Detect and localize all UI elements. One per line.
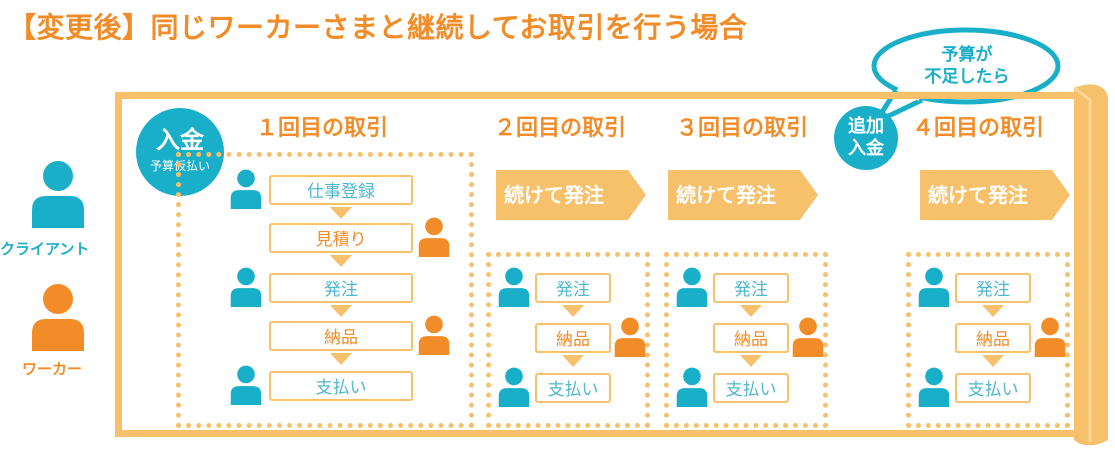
page-title: 【変更後】同じワーカーさまと継続してお取引を行う場合 xyxy=(8,11,748,44)
step-payment: 支払い xyxy=(535,373,611,403)
step-arrow xyxy=(982,305,1004,317)
step-arrow xyxy=(982,355,1004,367)
client-icon xyxy=(918,367,950,407)
step-order: 発注 xyxy=(535,273,611,303)
worker-icon xyxy=(418,217,450,257)
worker-icon xyxy=(614,317,646,357)
client-legend-label: クライアント xyxy=(0,240,90,258)
step-arrow xyxy=(562,355,584,367)
worker-icon xyxy=(1034,317,1066,357)
step-payment: 支払い xyxy=(713,373,789,403)
step-job-registration: 仕事登録 xyxy=(269,175,413,205)
scroll-curl xyxy=(1073,84,1108,446)
bubble-text: 予算が 不足したら xyxy=(912,44,1022,88)
worker-icon xyxy=(418,315,450,355)
additional-deposit-line2: 入金 xyxy=(848,138,884,159)
client-icon xyxy=(676,367,708,407)
client-icon xyxy=(230,169,262,209)
client-icon xyxy=(676,267,708,307)
round-1-box: 仕事登録 見積り 発注 納品 支払い xyxy=(176,152,474,428)
additional-deposit-circle: 追加 入金 xyxy=(834,106,898,170)
client-icon xyxy=(918,267,950,307)
round-3-continue-arrow: 続けて発注 xyxy=(668,170,818,220)
step-delivery: 納品 xyxy=(269,321,413,351)
step-arrow xyxy=(330,305,352,317)
step-order: 発注 xyxy=(713,273,789,303)
round-2-continue-arrow: 続けて発注 xyxy=(496,170,646,220)
step-arrow xyxy=(740,355,762,367)
step-delivery: 納品 xyxy=(955,323,1031,353)
step-payment: 支払い xyxy=(269,371,413,401)
step-arrow xyxy=(330,353,352,365)
client-icon xyxy=(230,365,262,405)
step-arrow xyxy=(330,255,352,267)
round-4-continue-arrow: 続けて発注 xyxy=(920,170,1070,220)
bubble-line2: 不足したら xyxy=(924,67,1010,87)
worker-legend-icon xyxy=(32,284,84,351)
client-legend-icon xyxy=(32,161,84,228)
client-icon xyxy=(498,267,530,307)
round-2-box: 発注 納品 支払い xyxy=(486,252,650,428)
round-3-label: ３回目の取引 xyxy=(676,116,809,141)
client-icon xyxy=(230,267,262,307)
step-delivery: 納品 xyxy=(535,323,611,353)
bubble-line1: 予算が xyxy=(941,45,993,65)
step-payment: 支払い xyxy=(955,373,1031,403)
worker-icon xyxy=(792,317,824,357)
step-order: 発注 xyxy=(955,273,1031,303)
worker-legend-label: ワーカー xyxy=(22,360,83,378)
round-1-label: １回目の取引 xyxy=(256,116,389,141)
step-arrow xyxy=(740,305,762,317)
round-3-box: 発注 納品 支払い xyxy=(664,252,828,428)
round-2-label: ２回目の取引 xyxy=(494,116,627,141)
step-arrow xyxy=(562,305,584,317)
additional-deposit-line1: 追加 xyxy=(848,116,884,137)
deposit-main: 入金 xyxy=(156,126,204,154)
step-delivery: 納品 xyxy=(713,323,789,353)
step-estimate: 見積り xyxy=(269,223,413,253)
step-order: 発注 xyxy=(269,273,413,303)
step-arrow xyxy=(330,207,352,219)
round-4-label: ４回目の取引 xyxy=(912,116,1045,141)
round-4-box: 発注 納品 支払い xyxy=(906,252,1070,428)
client-icon xyxy=(498,367,530,407)
